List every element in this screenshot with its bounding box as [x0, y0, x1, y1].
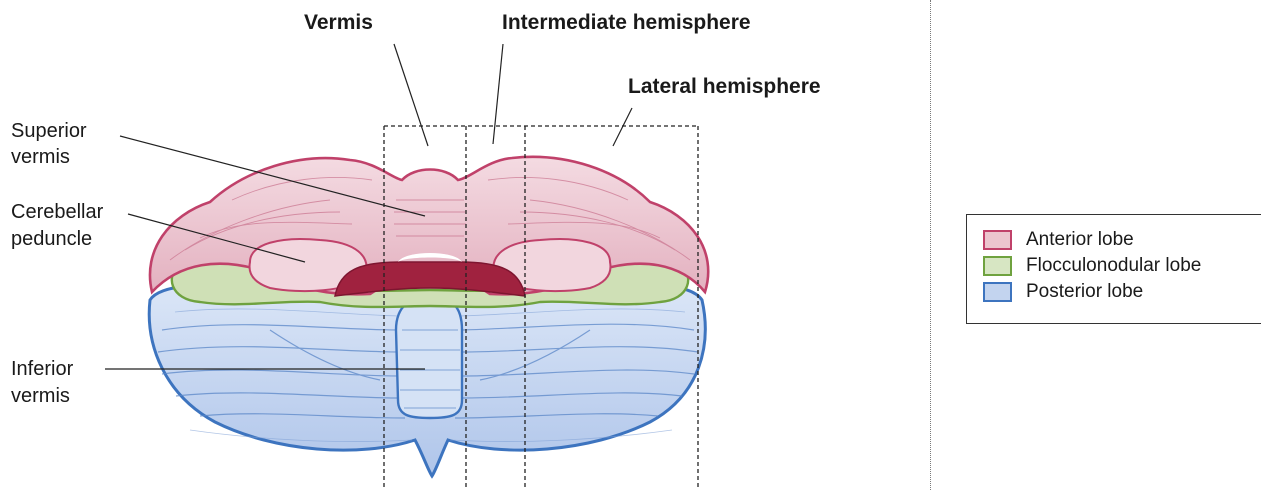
cerebellum-illustration	[0, 0, 930, 490]
anterior-swatch	[983, 230, 1012, 250]
superior-vermis-label-line2: vermis	[11, 145, 70, 169]
lateral-hemisphere-label: Lateral hemisphere	[628, 75, 821, 99]
inferior-vermis-label-line2: vermis	[11, 384, 70, 408]
legend-item-posterior: Posterior lobe	[983, 279, 1261, 305]
cerebellar-peduncle-label-line1: Cerebellar	[11, 200, 103, 224]
panel-separator	[930, 0, 931, 490]
legend-item-flocculonodular: Flocculonodular lobe	[983, 253, 1261, 279]
legend: Anterior lobe Flocculonodular lobe Poste…	[966, 214, 1261, 324]
flocculonodular-swatch	[983, 256, 1012, 276]
inferior-vermis-label-line1: Inferior	[11, 357, 73, 381]
legend-label: Posterior lobe	[1026, 281, 1143, 303]
cerebellar-peduncle-label-line2: peduncle	[11, 227, 92, 251]
posterior-swatch	[983, 282, 1012, 302]
legend-label: Flocculonodular lobe	[1026, 255, 1201, 277]
vermis-label: Vermis	[304, 11, 373, 35]
legend-label: Anterior lobe	[1026, 229, 1134, 251]
inferior-vermis-shape	[396, 296, 462, 418]
legend-item-anterior: Anterior lobe	[983, 227, 1261, 253]
superior-vermis-label-line1: Superior	[11, 119, 87, 143]
intermediate-hemisphere-label: Intermediate hemisphere	[502, 11, 751, 35]
